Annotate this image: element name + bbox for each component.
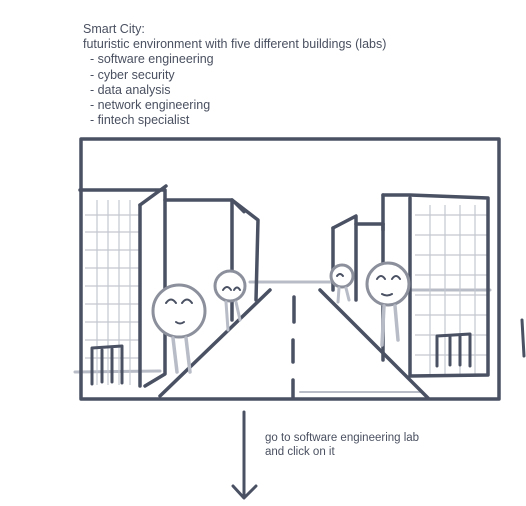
- robot-icon: [151, 283, 207, 374]
- lab-item-data-analysis: - data analysis: [83, 82, 171, 97]
- robot-icon: [365, 261, 411, 347]
- notes-description: futuristic environment with five differe…: [83, 37, 387, 52]
- notes-block: Smart City: futuristic environment with …: [83, 22, 386, 128]
- road-icon: [158, 288, 430, 400]
- caption-line-2: and click on it: [265, 446, 335, 458]
- robot-icon: [329, 263, 355, 304]
- lab-item-software-engineering: - software engineering: [83, 52, 214, 67]
- lab-item-fintech-specialist: - fintech specialist: [83, 113, 190, 128]
- robot-icon: [213, 269, 247, 332]
- down-arrow-icon: [231, 410, 258, 500]
- instruction-caption: go to software engineering lab and click…: [265, 431, 419, 459]
- scene-frame: [79, 137, 501, 401]
- notes-heading: Smart City:: [83, 22, 145, 36]
- next-frame-edge: [520, 318, 526, 358]
- lab-item-network-engineering: - network engineering: [83, 98, 211, 113]
- building-icon[interactable]: [78, 184, 168, 388]
- lab-item-cyber-security: - cyber security: [83, 67, 175, 82]
- caption-line-1: go to software engineering lab: [265, 432, 420, 444]
